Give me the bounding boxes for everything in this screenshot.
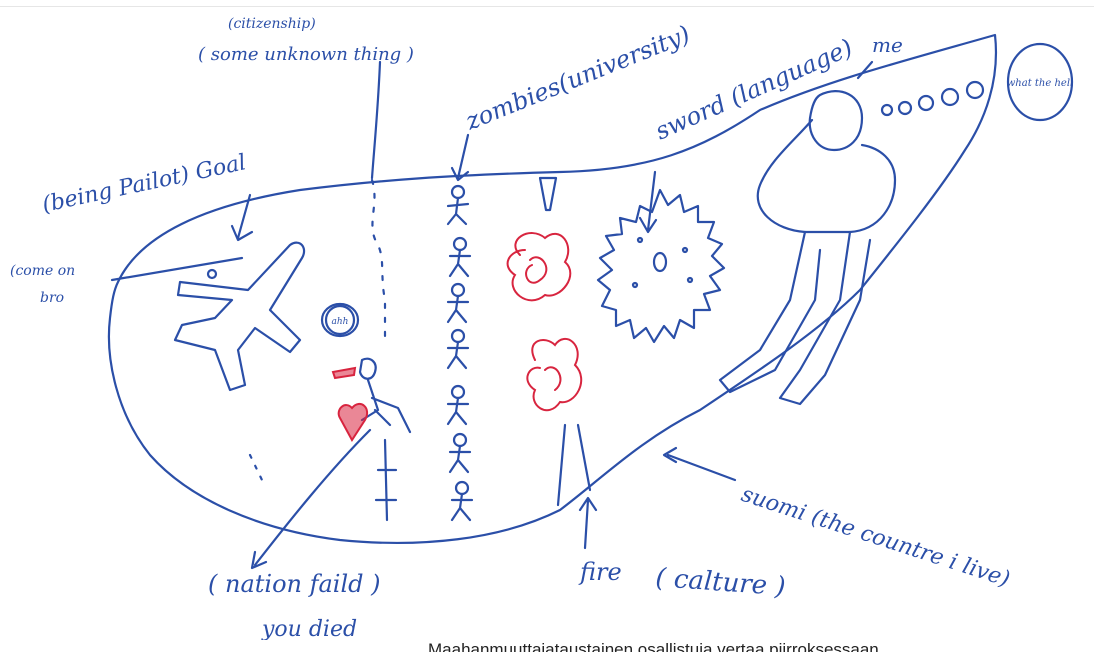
label-thought: what the hell bbox=[1007, 78, 1073, 89]
rope bbox=[372, 180, 385, 345]
pointer-suomi-arrow bbox=[664, 448, 735, 480]
pointer-fire-arrow bbox=[580, 498, 596, 548]
label-nation-failed: ( nation faild ) bbox=[208, 570, 381, 598]
label-come-on-2: bro bbox=[40, 290, 64, 306]
label-balloon: ahh bbox=[332, 317, 349, 327]
label-some-unknown: ( some unknown thing ) bbox=[198, 44, 414, 65]
red-fire-top bbox=[508, 233, 571, 300]
label-being-pilot: (being Pailot) Goal bbox=[40, 150, 248, 218]
me-figure bbox=[810, 91, 862, 150]
label-come-on-1: (come on bbox=[10, 263, 75, 279]
pointer-nation-failed bbox=[252, 430, 370, 568]
label-you-died: you died bbox=[261, 617, 357, 640]
pointer-sword-arrow bbox=[640, 172, 656, 232]
figure-caption: Maahanmuuttajataustainen osallistuja ver… bbox=[428, 637, 1094, 652]
pointer-zombies-arrow bbox=[452, 135, 468, 180]
sword-sun bbox=[598, 190, 724, 342]
torch-top bbox=[540, 178, 556, 210]
label-culture: ( calture ) bbox=[655, 563, 787, 602]
label-fire: fire bbox=[578, 558, 622, 586]
pointer-some-unknown bbox=[372, 62, 380, 178]
zombies-figures bbox=[448, 186, 472, 520]
label-citizenship: (citizenship) bbox=[228, 16, 316, 32]
fire-torch bbox=[558, 425, 590, 505]
label-me: me bbox=[872, 33, 903, 57]
airplane-drawing bbox=[175, 243, 304, 390]
red-fire-bottom bbox=[527, 339, 581, 410]
